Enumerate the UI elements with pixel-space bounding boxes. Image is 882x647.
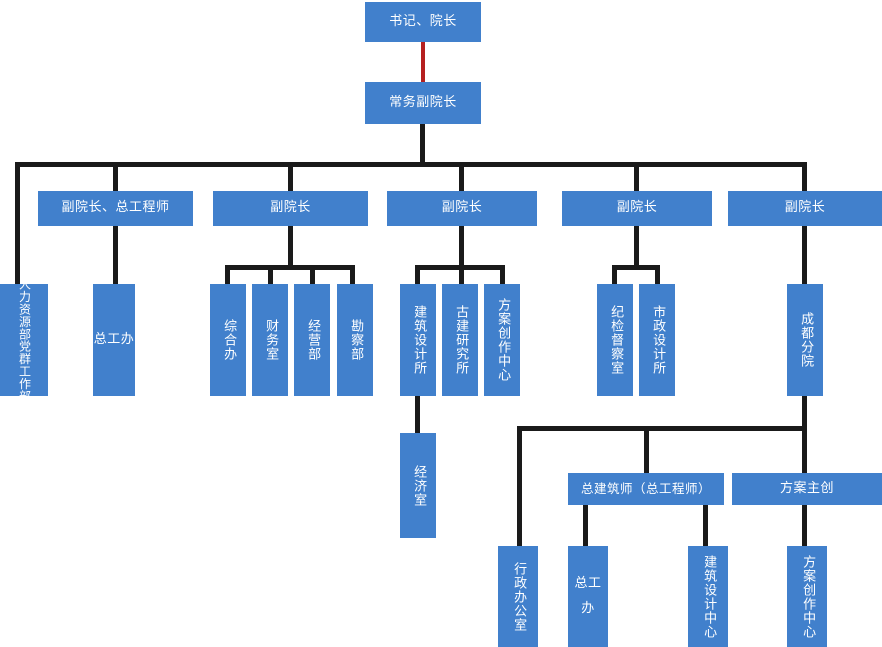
connector-bus-drop-4 [459, 162, 464, 191]
connector-vp4-bus [612, 265, 660, 270]
connector-vp2-child-3 [310, 265, 315, 285]
connector-chengdu-child-admin [517, 426, 522, 547]
connector-vp3-drop [459, 225, 464, 268]
node-vp-2[interactable]: 副院长 [213, 191, 368, 226]
node-scheme-lead[interactable]: 方案主创 [732, 473, 882, 505]
node-survey-department[interactable]: 勘察部 [337, 284, 373, 396]
node-chengdu-scheme-creation-center[interactable]: 方案创作中心 [787, 546, 827, 647]
connector-president-to-exec-vp [421, 40, 425, 83]
connector-vp5-to-chengdu [802, 225, 807, 285]
connector-vp-bus [15, 162, 807, 167]
connector-vp2-child-2 [268, 265, 273, 285]
connector-vp4-child-2 [655, 265, 660, 285]
connector-vp2-drop [288, 225, 293, 268]
node-hr-label: 人力资源部 [17, 277, 32, 341]
node-vp-5[interactable]: 副院长 [728, 191, 882, 226]
connector-exec-vp-drop [420, 123, 425, 166]
connector-vp3-child-2 [459, 265, 464, 285]
connector-chiefarch-to-gongbanoffice [583, 505, 588, 547]
connector-vp4-child-1 [612, 265, 617, 285]
node-chengdu-branch[interactable]: 成都分院 [787, 284, 823, 396]
node-architectural-design-institute[interactable]: 建筑设计所 [400, 284, 436, 396]
connector-chengdu-drop [802, 396, 807, 430]
node-executive-vice-president[interactable]: 常务副院长 [365, 82, 481, 124]
connector-vp1-left-spine [15, 162, 20, 285]
node-municipal-design-institute[interactable]: 市政设计所 [639, 284, 675, 396]
connector-bus-drop-6 [802, 162, 807, 191]
connector-vp2-child-1 [225, 265, 230, 285]
node-chief-engineer-office[interactable]: 总工办 [93, 284, 135, 396]
connector-vp1-to-gongbanoffice [113, 225, 118, 285]
connector-bus-drop-5 [634, 162, 639, 191]
connector-vp4-drop [634, 225, 639, 268]
node-vp-4[interactable]: 副院长 [562, 191, 712, 226]
connector-vp2-child-4 [350, 265, 355, 285]
connector-chiefarch-to-archcenter [703, 505, 708, 547]
connector-chengdu-child-scheme [802, 426, 807, 473]
connector-vp3-child-1 [415, 265, 420, 285]
connector-chengdu-bus [517, 426, 807, 431]
node-finance-office[interactable]: 财务室 [252, 284, 288, 396]
connector-bus-drop-3 [288, 162, 293, 191]
node-chief-architect[interactable]: 总建筑师（总工程师） [568, 473, 724, 505]
node-president[interactable]: 书记、院长 [365, 2, 481, 42]
node-chengdu-chief-engineer-office[interactable]: 总工办 [568, 546, 608, 647]
node-scheme-creation-center[interactable]: 方案创作中心 [484, 284, 520, 396]
node-operations-department[interactable]: 经营部 [294, 284, 330, 396]
node-hr-and-party-affairs[interactable]: 人力资源部 党群工作部 [0, 278, 48, 403]
node-architectural-design-center[interactable]: 建筑设计中心 [688, 546, 728, 647]
node-economics-office[interactable]: 经济室 [400, 433, 436, 538]
connector-scheme-to-schemecenter [802, 505, 807, 547]
connector-vp3-child-3 [500, 265, 505, 285]
connector-chengdu-child-chiefarch [644, 426, 649, 473]
node-administrative-office[interactable]: 行政办公室 [498, 546, 538, 647]
node-discipline-inspection-office[interactable]: 纪检督察室 [597, 284, 633, 396]
node-vp-chief-engineer[interactable]: 副院长、总工程师 [38, 191, 193, 226]
node-general-office[interactable]: 综合办 [210, 284, 246, 396]
connector-bus-drop-2 [113, 162, 118, 191]
connector-archdesign-to-economics [415, 395, 420, 434]
connector-vp2-bus [225, 265, 355, 270]
node-party-affairs-label: 党群工作部 [17, 340, 32, 403]
node-ancient-architecture-institute[interactable]: 古建研究所 [442, 284, 478, 396]
node-vp-3[interactable]: 副院长 [387, 191, 537, 226]
